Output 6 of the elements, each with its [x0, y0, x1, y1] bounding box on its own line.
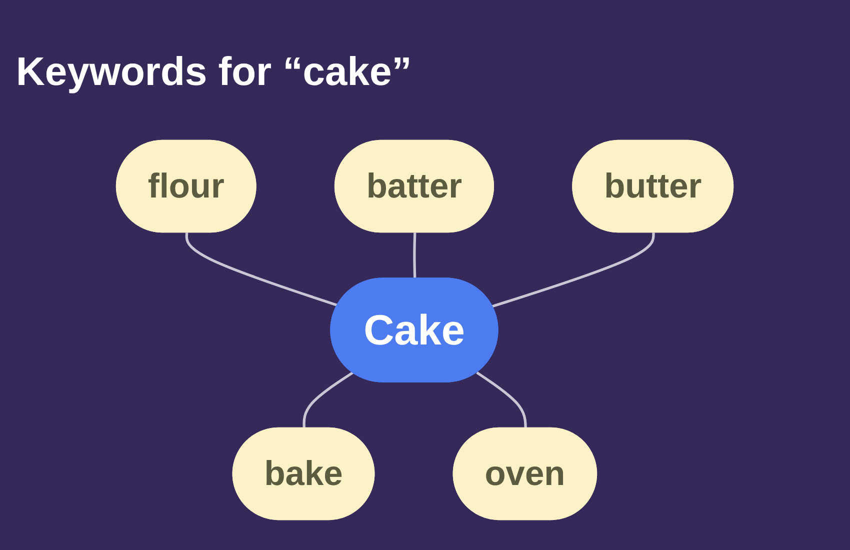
- connector: [476, 371, 528, 429]
- connector: [186, 232, 339, 307]
- diagram-title: Keywords for “cake”: [16, 50, 412, 95]
- connector: [492, 232, 656, 308]
- connector: [413, 232, 416, 280]
- connector: [302, 371, 354, 429]
